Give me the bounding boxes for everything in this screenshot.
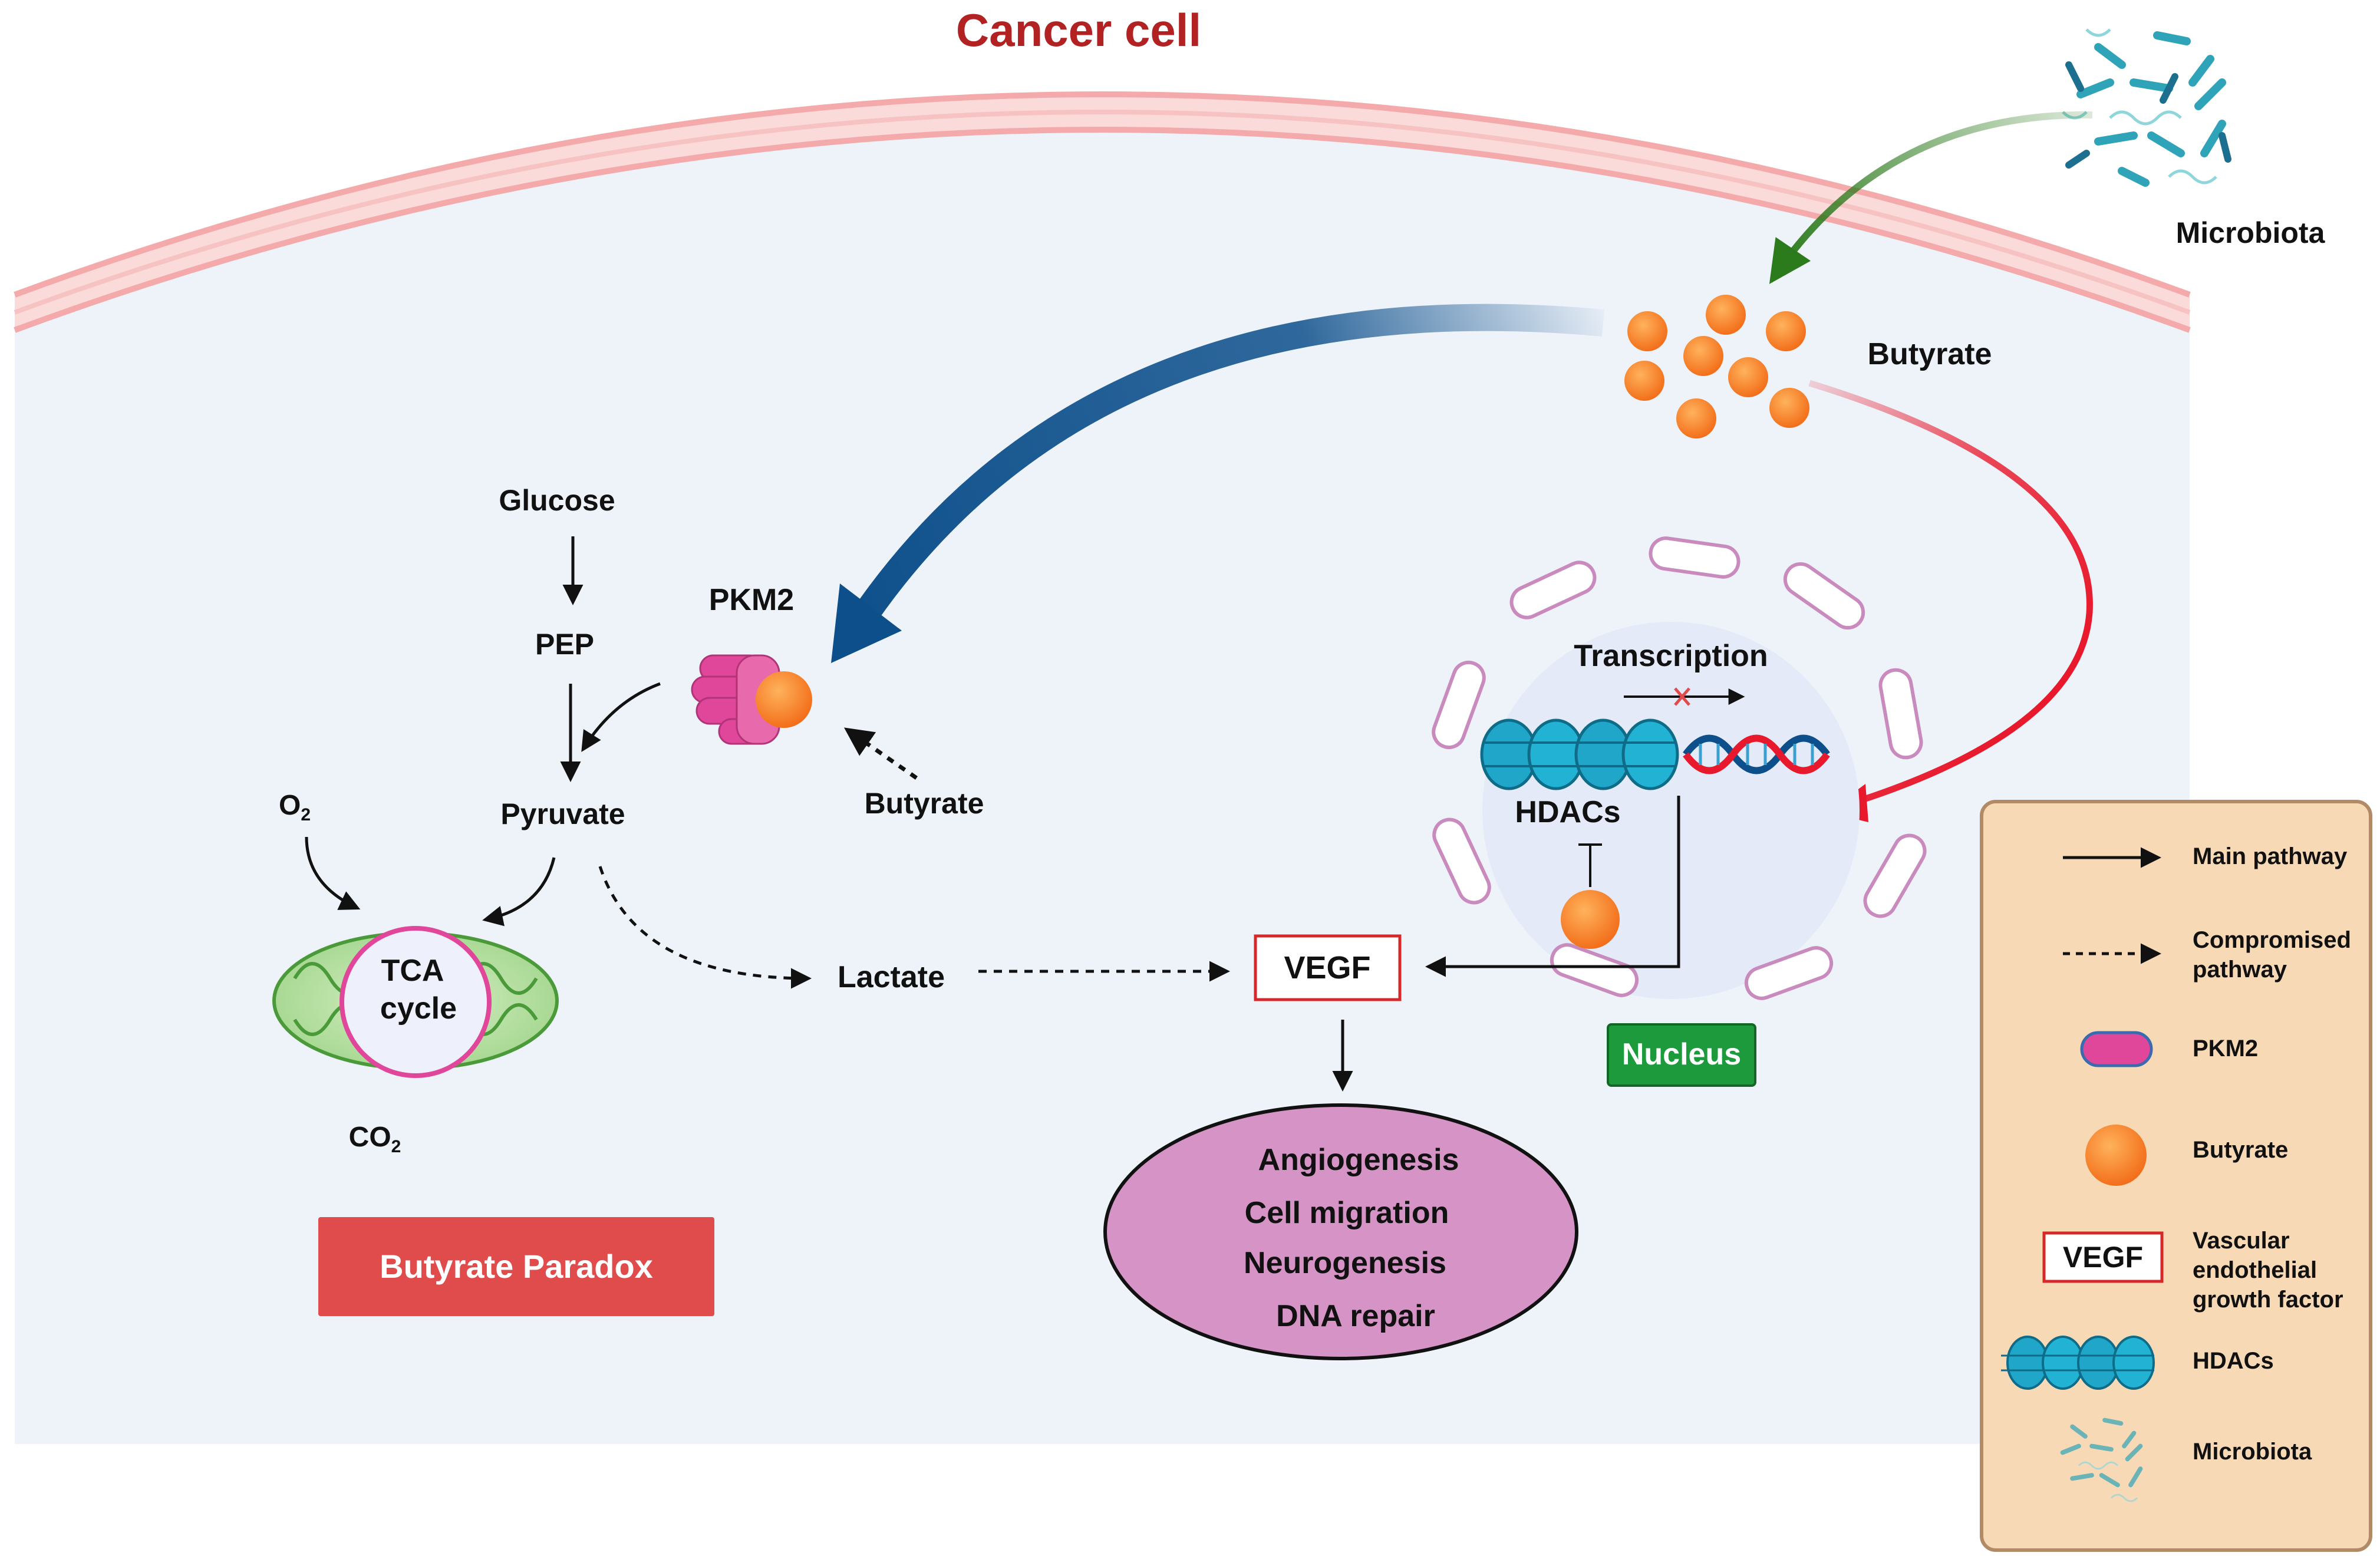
o2-to-tca-arrow [305,836,361,910]
legend-compromised-line1: Compromised [2193,927,2351,953]
pyruvate-to-lactate-arrow [598,866,812,989]
lactate-label: Lactate [838,960,945,994]
nucleus-label-box [1607,1023,1756,1087]
legend-butyrate: Butyrate [2193,1137,2288,1163]
hdacs-label: HDACs [1515,795,1620,829]
cell-title: Cancer cell [956,4,1201,56]
mitochondrion-icon [272,926,559,1078]
pkm2-icon [691,654,812,745]
legend-pkm2-icon [2080,1031,2153,1067]
butyrate-paradox-label: Butyrate Paradox [380,1248,653,1285]
legend-vegf-box-label: VEGF [2063,1241,2143,1274]
microbiota-to-butyrate-arrow [1769,111,2093,284]
legend-compromised-line2: pathway [2193,957,2287,983]
butyrate-to-pkm2-arrow [831,304,1605,663]
hdac-to-vegf-arrow [1425,796,1680,977]
butyrate-paradox-box [318,1217,714,1316]
legend-vegf-line1: Vascular [2193,1228,2290,1254]
legend-vegf-box [2042,1231,2164,1283]
tca-label-line2: cycle [380,991,457,1026]
legend: Main pathway Compromised pathway PKM2 Bu… [1980,800,2372,1552]
co2-label: CO2 [349,1122,401,1156]
butyrate-particles [1624,295,1809,439]
effects-ellipse [1103,1103,1578,1360]
vegf-box [1254,934,1402,1001]
microbiota-label: Microbiota [2176,216,2326,249]
legend-butyrate-icon [2085,1125,2147,1186]
hdac-nucleosomes [1480,718,1679,790]
vegf-label: VEGF [1284,950,1370,985]
transcription-blocked-arrow [1624,687,1745,706]
legend-main-pathway: Main pathway [2193,843,2348,869]
effect-angiogenesis: Angiogenesis [1258,1143,1459,1177]
nucleus-label: Nucleus [1622,1037,1741,1072]
butyrate-inhibits-hdac [1561,843,1620,949]
tca-label-line1: TCA [381,954,444,988]
pkm2-label: PKM2 [709,583,794,617]
pyruvate-label: Pyruvate [500,797,625,830]
effect-dna-repair: DNA repair [1276,1299,1435,1333]
butyrate-label-side: Butyrate [865,787,984,820]
cell-body [14,91,2191,1444]
pep-label: PEP [535,628,594,661]
butyrate-label-top: Butyrate [1868,337,1992,371]
o2-label: O2 [279,790,311,825]
effect-neurogenesis: Neurogenesis [1244,1246,1446,1280]
legend-pkm2: PKM2 [2193,1036,2258,1061]
pyruvate-to-tca-arrow [482,857,556,927]
effect-cell-migration: Cell migration [1245,1196,1449,1230]
pkm2-to-pyruvate-arrow [581,682,661,752]
legend-vegf-line3: growth factor [2193,1287,2343,1313]
glucose-label: Glucose [499,484,615,517]
transcription-label: Transcription [1574,639,1768,673]
microbiota-icon [2062,28,2231,187]
dna-helix-icon [1683,734,1830,774]
legend-hdac-icon [2001,1336,2155,1390]
legend-microbiota: Microbiota [2193,1439,2312,1465]
legend-hdacs: HDACs [2193,1348,2274,1374]
legend-microbiota-icon [2060,1417,2143,1502]
legend-vegf-line2: endothelial [2193,1257,2317,1283]
